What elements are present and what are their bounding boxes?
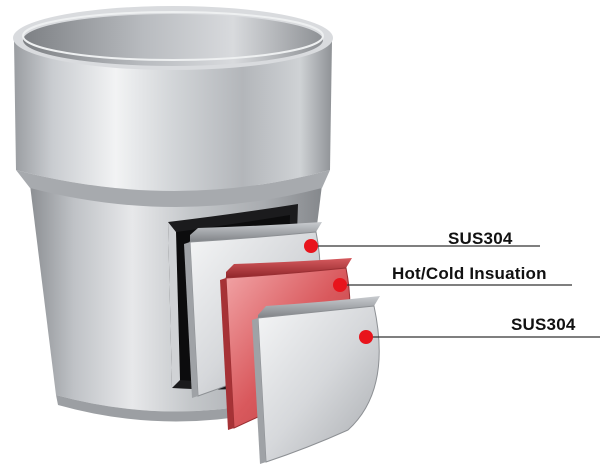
- marker-outer-wall: [304, 239, 318, 253]
- callout-label-inner-wall: SUS304: [511, 315, 576, 334]
- cup-step-shadow: [16, 170, 330, 207]
- panel-outer-steel-edge: [190, 222, 322, 242]
- marker-inner-wall: [359, 330, 373, 344]
- panel-inner-steel: [257, 305, 380, 463]
- panel-inner-steel-side: [252, 318, 266, 464]
- cutaway-edge: [168, 222, 180, 388]
- callout-label-insulation: Hot/Cold Insuation: [392, 264, 547, 283]
- panel-inner-steel-edge: [258, 296, 380, 318]
- marker-insulation: [333, 278, 347, 292]
- cup-opening: [23, 14, 323, 66]
- panel-insulation-edge: [226, 258, 352, 278]
- cup-inner-lip: [22, 11, 324, 61]
- cup-upper-band: [14, 40, 332, 191]
- panel-outer-steel-side: [184, 242, 198, 398]
- callout-label-outer-wall: SUS304: [448, 229, 513, 248]
- panel-insulation-side: [220, 278, 234, 430]
